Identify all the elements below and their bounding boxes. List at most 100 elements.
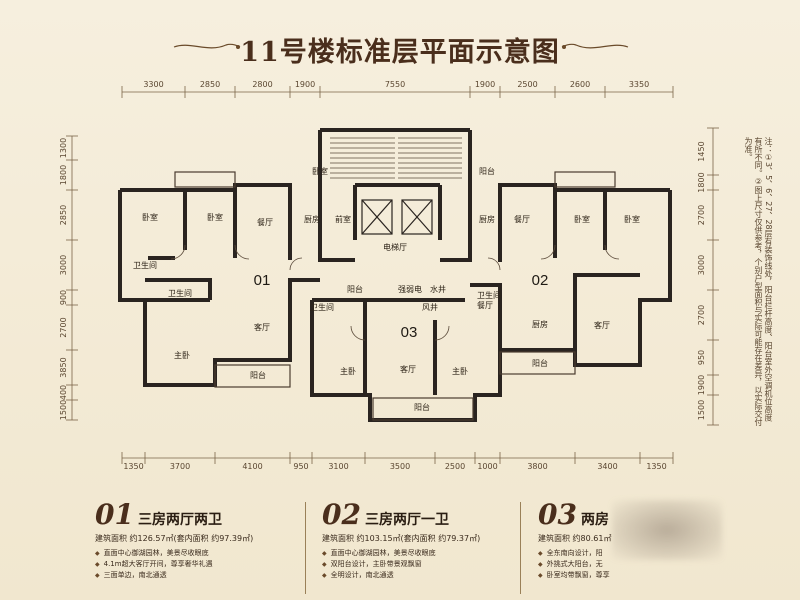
room-label: 阳台 bbox=[532, 358, 548, 368]
dimension-label: 1500 bbox=[59, 400, 68, 420]
left-flourish-ornament bbox=[173, 43, 241, 49]
dimension-label: 2800 bbox=[252, 80, 272, 89]
room-label: 卫生间 bbox=[477, 290, 501, 300]
unit-card-feature: 直面中心御湖园林，美景尽收眼底 bbox=[95, 548, 295, 559]
room-label: 厨房 bbox=[532, 319, 548, 329]
unit-number-label: 01 bbox=[254, 272, 271, 289]
unit-card-name: 三房两厅两卫 bbox=[137, 512, 222, 528]
dimension-label: 3400 bbox=[597, 462, 617, 471]
room-label: 前室 bbox=[335, 214, 351, 224]
stair-treads bbox=[330, 137, 462, 179]
dimension-label: 1900 bbox=[697, 375, 706, 395]
unit-card-name: 两房 bbox=[580, 512, 609, 528]
dimension-label: 3700 bbox=[170, 462, 190, 471]
room-label: 水井 bbox=[430, 284, 446, 294]
unit-card-feature: 4.1m超大客厅开间，尊享奢华礼遇 bbox=[95, 559, 295, 570]
unit-card-area: 建筑面积 约103.15㎡(套内面积 约79.37㎡) bbox=[322, 534, 481, 543]
dimension-label: 3000 bbox=[59, 255, 68, 275]
dimension-label: 3850 bbox=[59, 357, 68, 377]
dimension-label: 7550 bbox=[385, 80, 405, 89]
dimension-label: 2600 bbox=[570, 80, 590, 89]
unit-card-feature: 卧室均带飘窗，尊享 bbox=[538, 570, 738, 581]
room-label: 厨房 bbox=[304, 214, 320, 224]
unit-card-feature: 双阳台设计，主卧带景观飘窗 bbox=[322, 559, 512, 570]
page-title: 11号楼标准层平面示意图 bbox=[240, 37, 560, 68]
room-label: 卫生间 bbox=[133, 260, 157, 270]
walls-unit-03 bbox=[310, 298, 502, 422]
room-label: 客厅 bbox=[594, 320, 610, 330]
room-label: 主卧 bbox=[174, 350, 190, 360]
dimension-label: 1300 bbox=[59, 138, 68, 158]
dimension-label: 3800 bbox=[527, 462, 547, 471]
room-label: 卧室 bbox=[312, 166, 328, 176]
unit-card-feature: 外挑式大阳台，无 bbox=[538, 559, 738, 570]
unit-card-feature: 全明设计，南北通透 bbox=[322, 570, 512, 581]
unit-card-feature: 全东南向设计，阳 bbox=[538, 548, 738, 559]
dimension-label: 3000 bbox=[697, 255, 706, 275]
room-label: 卧室 bbox=[574, 214, 590, 224]
dimension-label: 950 bbox=[293, 462, 308, 471]
right-dimension-group: 1450 1800 2700 3000 2700 950 1900 1500 bbox=[697, 127, 719, 426]
unit-number-label: 02 bbox=[532, 272, 549, 289]
dimension-label: 2700 bbox=[697, 205, 706, 225]
unit-card-name: 三房两厅一卫 bbox=[364, 512, 449, 528]
blurred-watermark bbox=[612, 500, 722, 560]
room-label: 电梯厅 bbox=[383, 242, 407, 252]
dimension-label: 2500 bbox=[517, 80, 537, 89]
dimension-label: 2700 bbox=[697, 305, 706, 325]
dimension-label: 3500 bbox=[390, 462, 410, 471]
room-label: 客厅 bbox=[254, 322, 270, 332]
dimension-label: 4100 bbox=[242, 462, 262, 471]
room-label: 阳台 bbox=[347, 284, 363, 294]
dimension-label: 2850 bbox=[59, 205, 68, 225]
unit-card-number: 01 bbox=[95, 498, 134, 531]
dimension-label: 1350 bbox=[123, 462, 143, 471]
unit-number-label: 03 bbox=[401, 324, 418, 341]
dimension-label: 400 bbox=[59, 385, 68, 400]
right-flourish-ornament bbox=[561, 43, 629, 49]
dimension-label: 2700 bbox=[59, 317, 68, 337]
room-label: 强弱电 bbox=[398, 284, 422, 294]
room-label: 风井 bbox=[422, 302, 438, 312]
unit-card-number: 03 bbox=[538, 498, 577, 531]
room-label: 阳台 bbox=[479, 166, 495, 176]
room-label: 餐厅 bbox=[514, 215, 530, 224]
card-divider bbox=[520, 502, 521, 594]
room-label: 餐厅 bbox=[257, 218, 273, 227]
dimension-label: 950 bbox=[697, 350, 706, 365]
elevator-shafts bbox=[361, 199, 433, 235]
unit-card-number: 02 bbox=[322, 498, 361, 531]
room-label: 卧室 bbox=[142, 212, 158, 222]
room-label: 阳台 bbox=[250, 370, 266, 380]
room-label: 卧室 bbox=[207, 212, 223, 222]
walls-core bbox=[318, 128, 472, 262]
dimension-label: 3300 bbox=[143, 80, 163, 89]
dimension-label: 900 bbox=[59, 290, 68, 305]
dimension-label: 1900 bbox=[295, 80, 315, 89]
room-label: 厨房 bbox=[479, 214, 495, 224]
dimension-label: 3100 bbox=[328, 462, 348, 471]
room-label: 卫生间 bbox=[310, 302, 334, 312]
room-label: 卧室 bbox=[624, 214, 640, 224]
room-label: 主卧 bbox=[340, 366, 356, 376]
dimension-label: 1500 bbox=[697, 400, 706, 420]
dimension-label: 1350 bbox=[646, 462, 666, 471]
plan-notes: 注：①3、5、6、27、28层有装饰线处，阳台栏杆高度、阳台室外空调机位高度有所… bbox=[744, 137, 773, 426]
room-label: 主卧 bbox=[452, 366, 468, 376]
door-swings bbox=[170, 244, 620, 341]
dimension-label: 1450 bbox=[697, 141, 706, 161]
room-label: 餐厅 bbox=[477, 301, 493, 310]
dimension-label: 3350 bbox=[629, 80, 649, 89]
dimension-label: 1800 bbox=[697, 172, 706, 192]
dimension-label: 1800 bbox=[59, 165, 68, 185]
room-label: 卫生间 bbox=[168, 288, 192, 298]
dimension-label: 2850 bbox=[200, 80, 220, 89]
room-label: 客厅 bbox=[400, 364, 416, 374]
